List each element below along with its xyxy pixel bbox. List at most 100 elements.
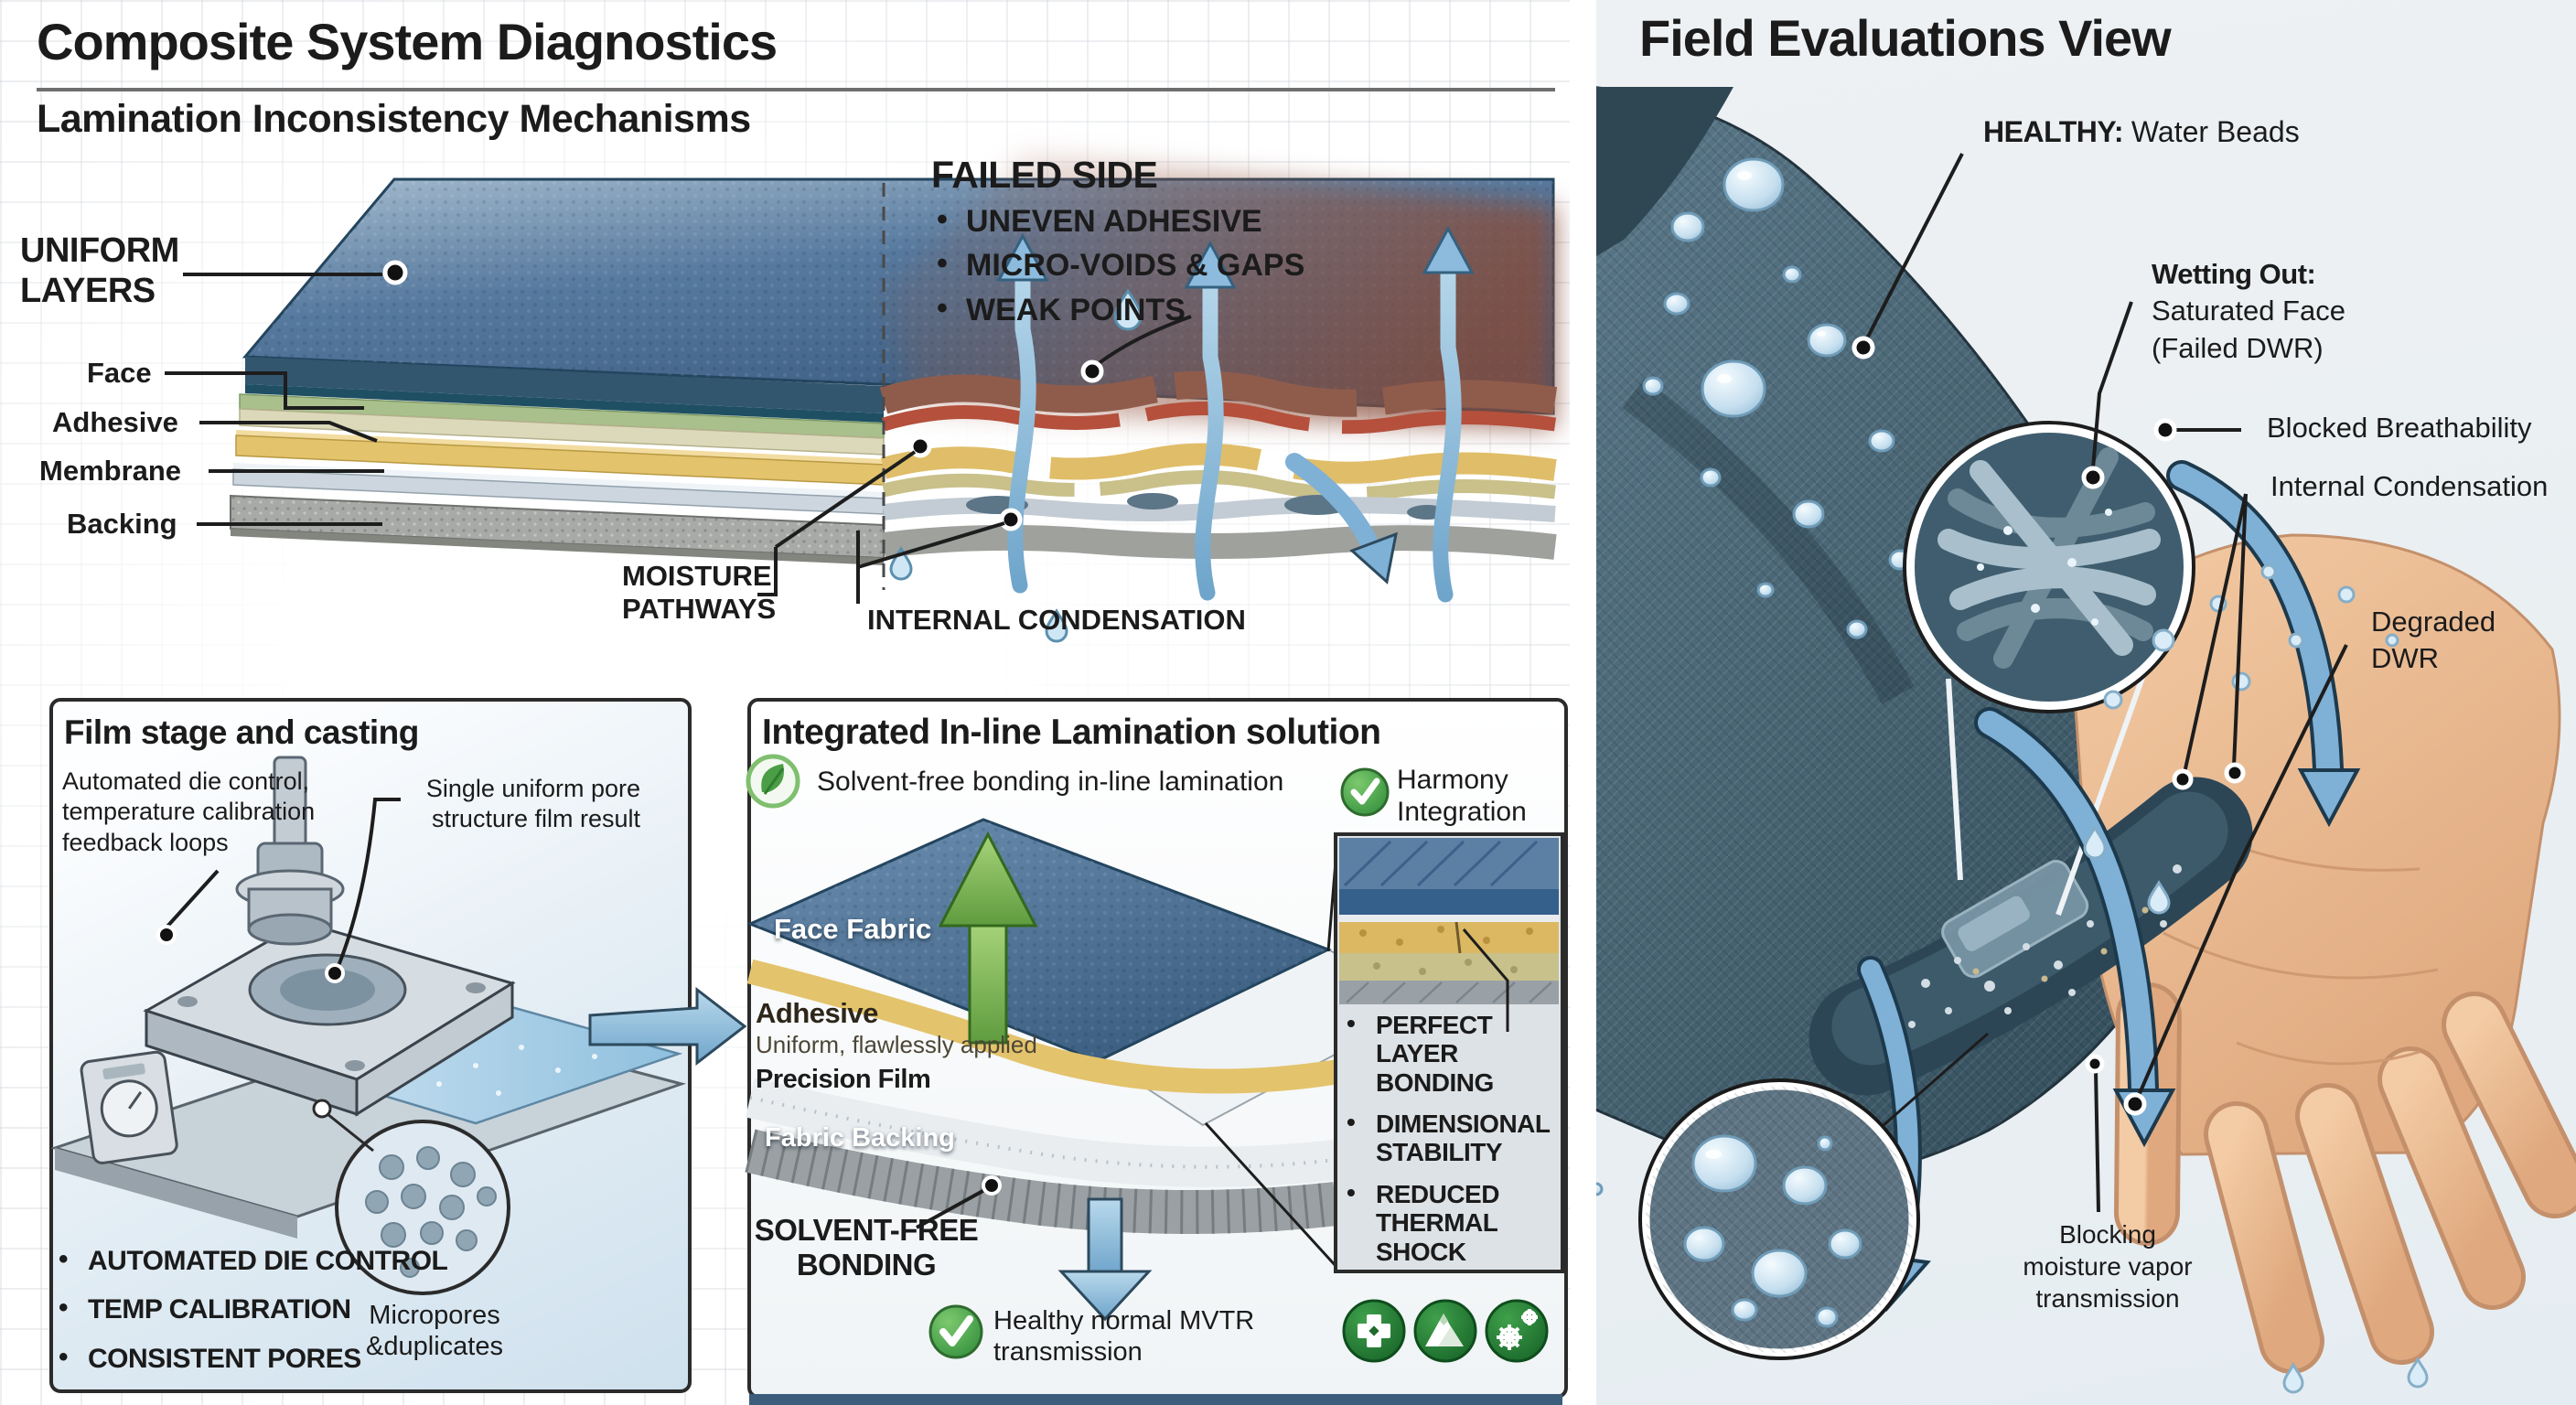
fabric-front-band — [245, 357, 884, 413]
label-face: Face — [87, 357, 152, 389]
failed-side-heading: FAILED SIDE — [931, 154, 1158, 196]
callout-dot — [2085, 1054, 2105, 1074]
inset-olive-speckle — [1373, 959, 1518, 975]
callout-dot — [1080, 359, 1104, 383]
check-icon — [1340, 767, 1390, 817]
label-blocking-mvt: Blocking moisture vapor transmission — [2023, 1220, 2193, 1313]
solvent-free-leader — [916, 1187, 987, 1229]
wetting-line2: Saturated Face — [2152, 295, 2345, 327]
note-right-leader — [337, 798, 401, 967]
label-precision-film: Precision Film — [756, 1065, 931, 1094]
label-internal-condensation: INTERNAL CONDENSATION — [867, 604, 1246, 636]
film-bullet: TEMP CALIBRATION — [57, 1283, 447, 1334]
leaf-icon — [746, 754, 800, 809]
callout-dot — [2123, 1092, 2147, 1116]
solution-film-edge — [749, 1096, 1336, 1169]
membrane-top-edge — [233, 463, 884, 499]
note-left-leader — [163, 869, 220, 931]
label-backing: Backing — [67, 508, 177, 540]
label-uniform-layers: UNIFORM LAYERS — [20, 231, 179, 311]
bonding-inset-bullets: PERFECT LAYER BONDING DIMENSIONAL STABIL… — [1345, 1009, 1551, 1266]
condensation-arrow-head — [1349, 531, 1398, 585]
label-healthy-bold: HEALTHY: — [1983, 115, 2124, 148]
medical-cross-icon — [1342, 1299, 1406, 1363]
film-stage-illustration — [49, 756, 687, 1295]
fiber-moisture-dots — [1977, 509, 2112, 626]
label-adhesive: Adhesive — [52, 406, 178, 438]
stage-opening-inner — [280, 969, 375, 1011]
page-title: Composite System Diagnostics — [37, 13, 778, 70]
sleeve-fold — [1596, 87, 1733, 257]
inset-adhesive-speckle — [1359, 926, 1533, 946]
label-healthy-beads: HEALTHY: Water Beads — [1983, 115, 2300, 149]
mvtr-down-arrow-head — [1057, 1270, 1153, 1322]
eco-note: Solvent-free bonding in-line lamination — [817, 767, 1284, 797]
check-icon — [928, 1304, 983, 1359]
water-beads — [1642, 157, 1912, 639]
bolt — [345, 1060, 365, 1071]
failed-side-bullets: UNEVEN ADHESIVE MICRO-VOIDS & GAPS WEAK … — [935, 198, 1304, 332]
inset-bullet: DIMENSIONAL STABILITY — [1345, 1108, 1551, 1167]
label-membrane: Membrane — [39, 455, 182, 487]
fiber-magnifier — [1903, 421, 2195, 917]
callout-dot — [2224, 762, 2246, 784]
callout-dot — [908, 434, 932, 458]
film-box-title: Film stage and casting — [64, 713, 419, 751]
pressure-gauge — [80, 1050, 178, 1164]
inset-seam — [1454, 921, 1462, 954]
callout-dot — [325, 963, 345, 983]
conveyor-edge — [55, 1148, 297, 1239]
bead-highlights — [1717, 171, 1826, 383]
die-bottom — [247, 913, 333, 946]
gear-icon — [1485, 1299, 1549, 1363]
film-note-right: Single uniform pore structure film resul… — [425, 775, 640, 833]
harmony-note: Harmony Integration — [1397, 765, 1527, 827]
vapor-arrow-up — [1007, 246, 1036, 594]
failed-bullet: WEAK POINTS — [935, 286, 1304, 332]
inset-fabric-hatch — [1343, 840, 1539, 887]
diagram-leader-lines — [165, 260, 1192, 604]
inset-fabric — [1339, 838, 1559, 889]
condensation-arrow-down — [1285, 453, 1381, 558]
micropores-caption: Micropores &duplicates — [366, 1301, 503, 1361]
inset-backing-hatch — [1346, 981, 1552, 1003]
mountain-icon — [1413, 1299, 1477, 1363]
label-adhesive-sub: Uniform, flawlessly applied — [756, 1031, 1037, 1058]
mvtr-up-arrow-head — [938, 831, 1038, 928]
right-panel-title: Field Evaluations View — [1639, 9, 2172, 67]
wetting-bold: Wetting Out: — [2152, 258, 2316, 290]
solution-backing-texture — [745, 1129, 1338, 1234]
vapor-arrow-up — [1195, 255, 1224, 601]
bolt — [466, 982, 486, 993]
callout-dot — [982, 1175, 1002, 1196]
callout-dot — [2153, 418, 2177, 442]
solution-adhesive-band — [746, 959, 1338, 1094]
film-bullet: AUTOMATED DIE CONTROL — [57, 1235, 448, 1285]
process-arrow — [588, 986, 747, 1067]
label-blocked-breathability: Blocked Breathability — [2267, 412, 2532, 444]
water-droplet — [889, 546, 913, 581]
magnifier-origin-dot — [312, 1099, 332, 1119]
vapor-arrow-up — [1433, 241, 1462, 603]
label-internal-condensation-right: Internal Condensation — [2270, 470, 2549, 502]
label-fabric-backing: Fabric Backing — [765, 1123, 955, 1153]
bolt — [177, 996, 198, 1007]
water-droplet — [1045, 608, 1068, 643]
beads-inset-circle — [1596, 1032, 1989, 1360]
lam-box-title: Integrated In-line Lamination solution — [762, 713, 1381, 752]
right-illustration — [1596, 86, 2576, 1394]
callout-dot — [1852, 336, 1875, 359]
film-box-bullets: AUTOMATED DIE CONTROL TEMP CALIBRATION C… — [57, 1235, 448, 1383]
title-divider — [37, 88, 1555, 91]
wetting-line3: (Failed DWR) — [2152, 331, 2324, 364]
label-healthy-rest: Water Beads — [2123, 115, 2300, 148]
magnifier-leader — [327, 1112, 374, 1153]
label-solvent-free: SOLVENT-FREE BONDING — [754, 1213, 979, 1282]
healthy-mvtr-note: Healthy normal MVTR transmission — [993, 1306, 1255, 1367]
inset-bullet: PERFECT LAYER BONDING — [1345, 1009, 1528, 1097]
fabric-teal-strip — [245, 384, 884, 423]
cuff-band — [1809, 777, 2253, 1096]
fibers-front — [1937, 460, 2161, 656]
callout-dot — [156, 925, 177, 945]
